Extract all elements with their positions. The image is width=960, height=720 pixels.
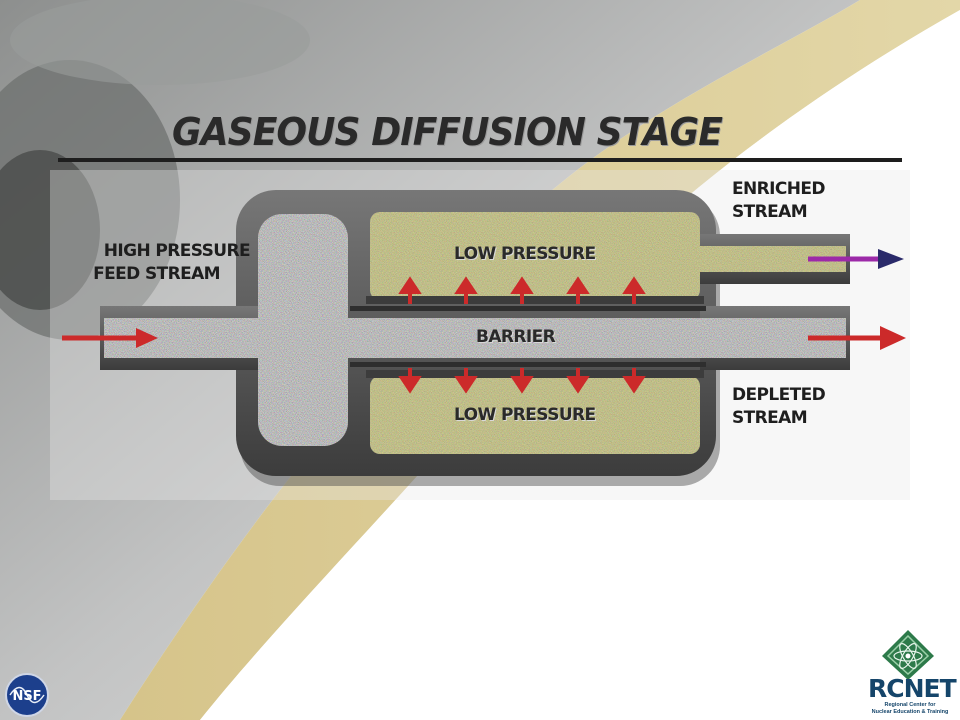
- rcnet-subtitle-line1: Regional Center for: [884, 702, 936, 708]
- lower-chamber-label: LOW PRESSURE: [454, 405, 596, 425]
- nsf-logo-text: NSF: [12, 689, 41, 704]
- enriched-stream-label: ENRICHED STREAM: [732, 178, 825, 224]
- rcnet-subtitle-line2: Nuclear Education & Training: [871, 708, 949, 715]
- feed-stream-label-line1: HIGH PRESSURE: [103, 241, 251, 261]
- diffusion-arrows-up: [398, 276, 646, 304]
- enriched-stream-label-line2: STREAM: [732, 202, 808, 222]
- nsf-logo: NSF: [5, 673, 49, 717]
- feed-stream-arrow: [62, 328, 158, 348]
- depleted-stream-label-line1: DEPLETED: [732, 385, 826, 405]
- enriched-stream-arrow: [808, 249, 904, 269]
- barrier-tube: [258, 318, 846, 358]
- enriched-stream-label-line1: ENRICHED: [732, 179, 825, 199]
- depleted-stream-arrow: [808, 326, 906, 350]
- barrier-label: BARRIER: [476, 327, 556, 347]
- title-divider: [58, 158, 902, 162]
- feed-stream-label: HIGH PRESSURE FEED STREAM: [40, 240, 250, 286]
- upper-chamber-label: LOW PRESSURE: [454, 244, 596, 264]
- slide-title: GASEOUS DIFFUSION STAGE: [172, 110, 723, 154]
- depleted-stream-label: DEPLETED STREAM: [732, 384, 826, 430]
- rcnet-emblem: [882, 630, 934, 680]
- diffusion-arrows-down: [398, 368, 646, 394]
- rcnet-subtitle: Regional Center for Nuclear Education & …: [870, 702, 950, 715]
- feed-stream-label-line2: FEED STREAM: [93, 264, 220, 284]
- lower-low-pressure-chamber: [370, 376, 700, 454]
- depleted-stream-label-line2: STREAM: [732, 408, 808, 428]
- upper-low-pressure-chamber: [370, 212, 700, 300]
- rcnet-name: RCNET: [868, 674, 957, 703]
